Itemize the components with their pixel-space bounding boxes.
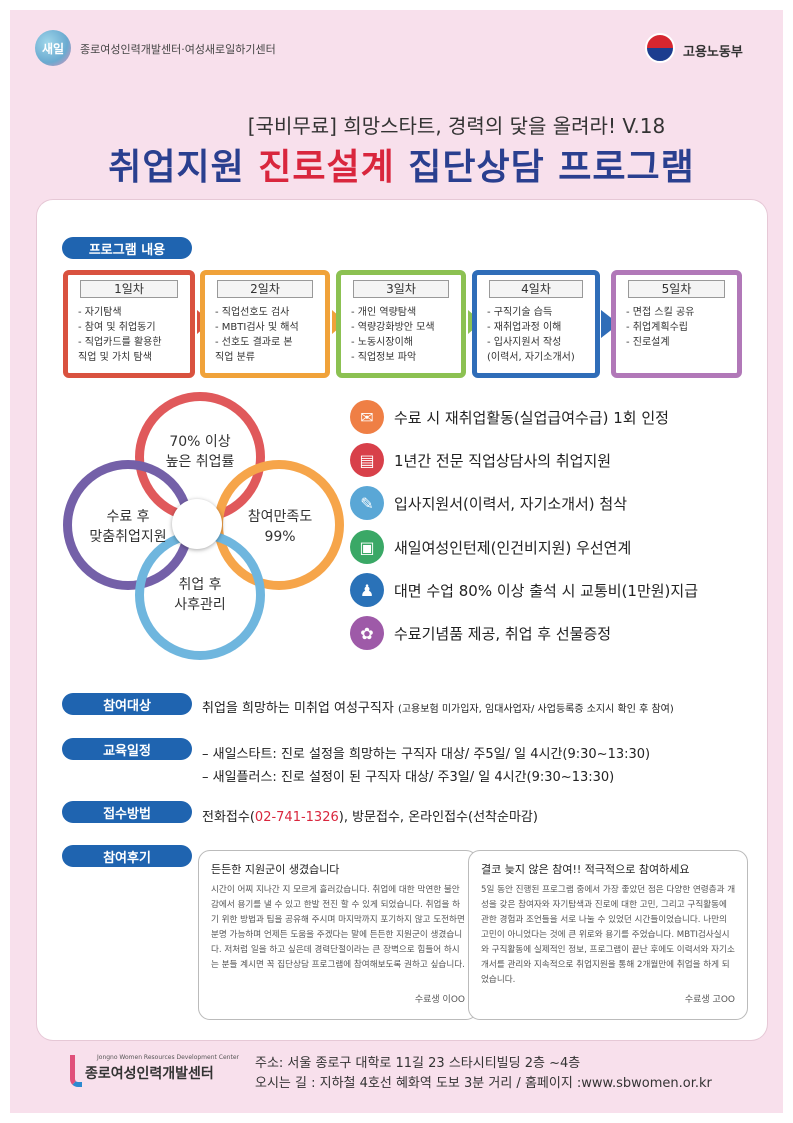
benefit-item: ▤ 1년간 전문 직업상담사의 취업지원	[350, 443, 611, 477]
title-part-3: 집단상담 프로그램	[408, 147, 695, 188]
title-part-2: 진로설계	[258, 147, 395, 188]
circle-line: 참여만족도	[247, 509, 313, 525]
directions: 오시는 길 : 지하철 4호선 혜화역 도보 3분 거리 / 홈페이지 :www…	[255, 1076, 712, 1091]
benefit-text: 수료 시 재취업활동(실업급여수급) 1회 인정	[394, 408, 669, 427]
review-title: 결코 늦지 않은 참여!! 적극적으로 참여하세요	[481, 863, 690, 876]
apply-prefix: 전화접수(	[202, 810, 255, 825]
day-item: - 노동시장이해	[351, 337, 413, 348]
benefit-item: ✉ 수료 시 재취업활동(실업급여수급) 1회 인정	[350, 400, 669, 434]
day-item: - 개인 역량탐색	[351, 307, 417, 318]
day-item: - 직업선호도 검사	[215, 307, 290, 318]
book-icon: ▤	[350, 443, 384, 477]
circle-line: 99%	[264, 529, 296, 545]
day-item: - 직업정보 파악	[351, 352, 417, 363]
ministry-emblem-icon	[645, 33, 675, 63]
circle-text-custom: 수료 후 맞춤취업지원	[72, 507, 184, 547]
review-signature: 수료생 이OO	[414, 995, 465, 1005]
day-label: 2일차	[217, 280, 313, 298]
day-item: - 선호도 결과로 본	[215, 337, 293, 348]
benefit-text: 새일여성인턴제(인건비지원) 우선연계	[394, 538, 632, 557]
center-logo-english: Jongno Women Resources Development Cente…	[97, 1054, 239, 1061]
schedule-line-1: – 새일스타트: 진로 설정을 희망하는 구직자 대상/ 주5일/ 일 4시간(…	[202, 747, 651, 762]
title-part-1: 취업지원	[108, 147, 245, 188]
day-2-box: 2일차 - 직업선호도 검사 - MBTI검사 및 해석 - 선호도 결과로 본…	[200, 270, 330, 378]
saeil-logo: 새일	[35, 30, 71, 66]
apply-text: 전화접수(02-741-1326), 방문접수, 온라인접수(선착순마감)	[202, 806, 538, 825]
program-heading: 프로그램 내용	[62, 237, 192, 259]
gift-icon: ✿	[350, 616, 384, 650]
benefit-item: ▣ 새일여성인턴제(인건비지원) 우선연계	[350, 530, 631, 564]
benefit-text: 수료기념품 제공, 취업 후 선물증정	[394, 624, 612, 643]
circle-line: 70% 이상	[169, 434, 231, 450]
day-label: 3일차	[353, 280, 449, 298]
phone-number: 02-741-1326	[254, 810, 339, 825]
day-3-box: 3일차 - 개인 역량탐색 - 역량강화방안 모색 - 노동시장이해 - 직업정…	[336, 270, 466, 378]
circle-line: 맞춤취업지원	[89, 529, 167, 545]
day-item: - 면접 스킬 공유	[626, 307, 695, 318]
day-item: - 진로설계	[626, 337, 670, 348]
benefit-text: 1년간 전문 직업상담사의 취업지원	[394, 451, 612, 470]
center-logo-korean: 종로여성인력개발센터	[85, 1066, 214, 1082]
review-title: 든든한 지원군이 생겼습니다	[211, 863, 340, 876]
day-item: - 입사지원서 작성	[487, 337, 562, 348]
day-item: - 취업계획수립	[626, 322, 688, 333]
target-note: (고용보험 미가입자, 임대사업자/ 사업등록증 소지시 확인 후 참여)	[397, 704, 674, 715]
day-label: 5일차	[628, 280, 725, 298]
target-label: 참여대상	[62, 693, 192, 715]
circle-line: 취업 후	[178, 577, 222, 593]
day-4-box: 4일차 - 구직기술 습득 - 재취업과정 이해 - 입사지원서 작성 (이력서…	[472, 270, 600, 378]
reviews-label: 참여후기	[62, 845, 192, 867]
review-body: 시간이 어찌 지나간 지 모르게 흘러갔습니다. 취업에 대한 막연한 불안감에…	[211, 885, 465, 970]
circle-text-satisfaction: 참여만족도 99%	[230, 507, 330, 547]
day-1-box: 1일차 - 자기탐색 - 참여 및 취업동기 - 직업카드를 활용한 직업 및 …	[63, 270, 195, 378]
review-body: 5일 동안 진행된 프로그램 중에서 가장 좋았던 점은 다양한 연령층과 개성…	[481, 885, 736, 985]
benefit-text: 대면 수업 80% 이상 출석 시 교통비(1만원)지급	[394, 581, 698, 600]
computer-icon: ▣	[350, 530, 384, 564]
day-item: 직업 분류	[215, 352, 255, 363]
day-item: - 자기탐색	[78, 307, 122, 318]
pen-icon: ✎	[350, 486, 384, 520]
benefit-item: ♟ 대면 수업 80% 이상 출석 시 교통비(1만원)지급	[350, 573, 698, 607]
day-item: - 참여 및 취업동기	[78, 322, 156, 333]
day-item: - 구직기술 습득	[487, 307, 553, 318]
day-item: - MBTI검사 및 해석	[215, 322, 299, 333]
day-item: - 역량강화방안 모색	[351, 322, 435, 333]
review-signature: 수료생 고OO	[684, 995, 735, 1005]
person-icon: ♟	[350, 573, 384, 607]
circle-text-aftercare: 취업 후 사후관리	[150, 575, 250, 615]
circle-line: 수료 후	[106, 509, 150, 525]
schedule-label: 교육일정	[62, 738, 192, 760]
apply-suffix: ), 방문접수, 온라인접수(선착순마감)	[338, 810, 538, 825]
day-item: 직업 및 가치 탐색	[78, 352, 152, 363]
benefit-item: ✿ 수료기념품 제공, 취업 후 선물증정	[350, 616, 611, 650]
diagram-center	[172, 499, 222, 549]
subtitle: [국비무료] 희망스타트, 경력의 닻을 올려라! V.18	[247, 114, 666, 138]
ministry-name: 고용노동부	[683, 45, 743, 60]
apply-label: 접수방법	[62, 801, 192, 823]
circle-text-employment: 70% 이상 높은 취업률	[150, 432, 250, 472]
benefit-text: 입사지원서(이력서, 자기소개서) 첨삭	[394, 494, 628, 513]
benefit-item: ✎ 입사지원서(이력서, 자기소개서) 첨삭	[350, 486, 627, 520]
target-text: 취업을 희망하는 미취업 여성구직자 (고용보험 미가입자, 임대사업자/ 사업…	[202, 697, 674, 716]
day-item: - 재취업과정 이해	[487, 322, 562, 333]
logo-text: 새일	[41, 41, 65, 56]
day-label: 4일차	[489, 280, 583, 298]
day-label: 1일차	[80, 280, 178, 298]
address: 주소: 서울 종로구 대학로 11길 23 스타시티빌딩 2층 ~4층	[255, 1056, 581, 1071]
day-5-box: 5일차 - 면접 스킬 공유 - 취업계획수립 - 진로설계	[611, 270, 742, 378]
org-name: 종로여성인력개발센터·여성새로일하기센터	[80, 43, 276, 56]
day-item: - 직업카드를 활용한	[78, 337, 162, 348]
circle-line: 사후관리	[174, 597, 226, 613]
page-title: 취업지원 진로설계 집단상담 프로그램	[0, 138, 793, 190]
review-card: 결코 늦지 않은 참여!! 적극적으로 참여하세요 5일 동안 진행된 프로그램…	[468, 850, 748, 1020]
day-item: (이력서, 자기소개서)	[487, 352, 575, 363]
center-logo-icon	[70, 1055, 82, 1087]
circle-line: 높은 취업률	[165, 454, 235, 470]
target-main: 취업을 희망하는 미취업 여성구직자	[202, 701, 394, 716]
schedule-line-2: – 새일플러스: 진로 설정이 된 구직자 대상/ 주3일/ 일 4시간(9:3…	[202, 770, 615, 785]
review-card: 든든한 지원군이 생겼습니다 시간이 어찌 지나간 지 모르게 흘러갔습니다. …	[198, 850, 478, 1020]
envelope-icon: ✉	[350, 400, 384, 434]
